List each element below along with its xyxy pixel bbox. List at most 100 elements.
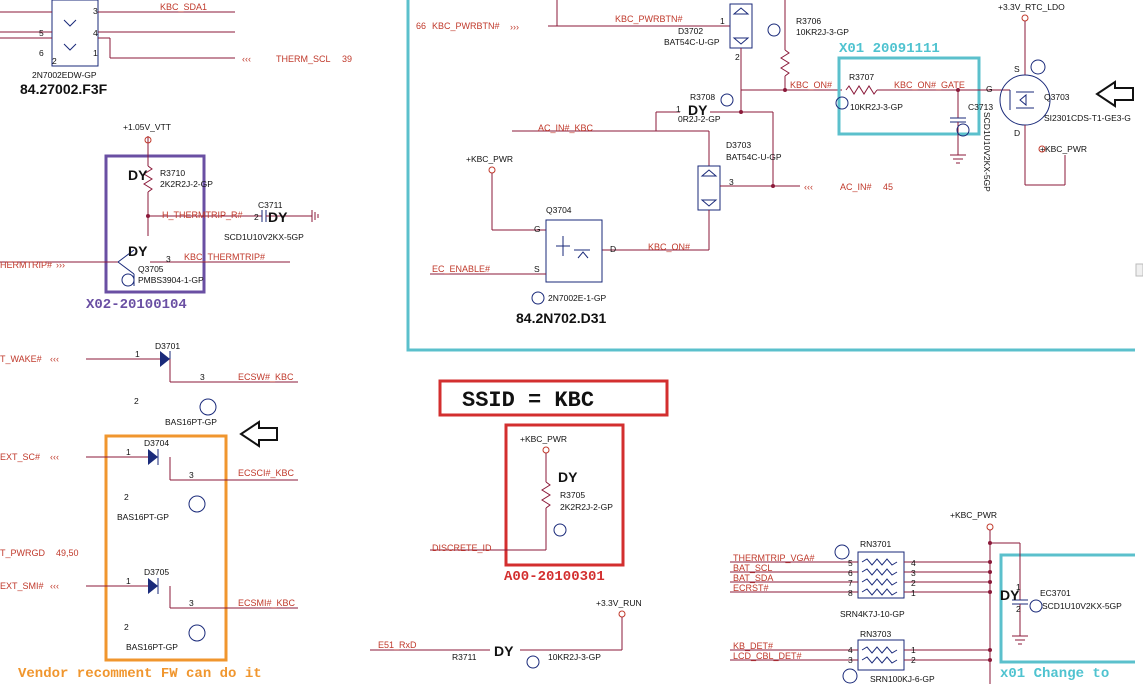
- arrow-ext-sc: ‹‹‹: [50, 452, 59, 462]
- ec3701-pin-2: 2: [1016, 604, 1021, 614]
- rn3701-pin-2: 2: [911, 578, 916, 588]
- net-h-thermtrip: H_THERMTRIP_R#: [162, 210, 243, 220]
- arrow-ac-in: ‹‹‹: [804, 182, 813, 192]
- gp-badge-r3711: [526, 655, 540, 669]
- gp-badge-r3708: [720, 93, 734, 107]
- net-kbc-on-upper: KBC_ON#: [790, 80, 832, 90]
- q3704-pin-d: D: [610, 244, 616, 254]
- dy-r3710: DY: [128, 167, 148, 183]
- r3707-value: 10KR2J-3-GP: [850, 102, 903, 112]
- d3701-ref: D3701: [155, 341, 180, 351]
- scrollbar-stub[interactable]: [1135, 263, 1143, 277]
- arrow-left-icon: [239, 420, 278, 448]
- q3702-value: 2N7002EDW-GP: [32, 70, 97, 80]
- arrow-pwrbtn: ›››: [510, 22, 519, 32]
- q3702-group: 3 5 4 6 1 2 KBC_SDA1 ‹‹‹ THERM_SCL 39 2N…: [0, 0, 352, 97]
- c3711-value: SCD1U10V2KX-5GP: [224, 232, 304, 242]
- net-bat-scl: BAT_SCL: [733, 563, 772, 573]
- gp-badge-ec3701: [1029, 599, 1043, 613]
- net-ext-smi: EXT_SMI#: [0, 581, 44, 591]
- dy-ec3701: DY: [1000, 587, 1020, 603]
- d3701-pin-1: 1: [135, 349, 140, 359]
- net-ecsmi: ECSMI#_KBC: [238, 598, 296, 608]
- q3702-pin-6: 6: [39, 48, 44, 58]
- net-ecsw: ECSW#_KBC: [238, 372, 294, 382]
- rn3701-pin-7: 7: [848, 578, 853, 588]
- net-pwrbtn-left: KBC_PWRBTN#: [432, 21, 500, 31]
- ec3701-group: DY 1 2 EC3701 SCD1U10V2KX-5GP x01 Change…: [999, 543, 1135, 682]
- rn3701-value: SRN4K7J-10-GP: [840, 609, 905, 619]
- rail-1v05: +1.05V_VTT: [123, 122, 171, 132]
- c3713-value: SCD1U10V2KX-5GP: [982, 112, 992, 192]
- r3705-value: 2K2R2J-2-GP: [560, 502, 613, 512]
- rail-kbc-pwr-discrete: +KBC_PWR: [520, 434, 567, 444]
- dy-c3711: DY: [268, 209, 288, 225]
- pwrbtn-page: 66: [416, 21, 426, 31]
- net-hermtrip: HERMTRIP#: [0, 260, 52, 270]
- note-vendor: Vendor recomment FW can do it: [18, 666, 262, 682]
- arrow-left-icon-right: [1095, 80, 1134, 108]
- arrow-therm-scl: ‹‹‹: [242, 54, 251, 64]
- arrow-wake: ‹‹‹: [50, 354, 59, 364]
- d3705-pin-1: 1: [126, 576, 131, 586]
- net-ecsci: ECSCI#_KBC: [238, 468, 295, 478]
- gp-badge-rn3703: [842, 668, 858, 684]
- rn3703-value: SRN100KJ-6-GP: [870, 674, 935, 684]
- dy-r3708: DY: [688, 102, 708, 118]
- gp-badge-r3706: [767, 23, 781, 37]
- rn3703-group: RN3703 SRN100KJ-6-GP KB_DET# LCD_CBL_DET…: [730, 629, 992, 684]
- wake-group: T_WAKE# ‹‹‹ 1 3 2 D3701 ECSW#_KBC BAS16P…: [0, 341, 298, 427]
- ssid-group: SSID = KBC: [438, 379, 669, 417]
- d3702-value: BAT54C-U-GP: [664, 37, 720, 47]
- q3704-part-number: 84.2N702.D31: [516, 310, 607, 326]
- c3713-ref: C3713: [968, 102, 993, 112]
- q3704-ref: Q3704: [546, 205, 572, 215]
- net-ac-in-kbc: AC_IN#_KBC: [538, 123, 594, 133]
- note-x01-20091111: X01 20091111: [839, 41, 940, 57]
- d3701-pin-2: 2: [134, 396, 139, 406]
- d3705-ref: D3705: [144, 567, 169, 577]
- d3701-value: BAS16PT-GP: [165, 417, 217, 427]
- rn3703-pin-2: 2: [911, 655, 916, 665]
- q3703-pin-s: S: [1014, 64, 1020, 74]
- rn3701-pin-3: 3: [911, 568, 916, 578]
- arrow-ext-smi: ‹‹‹: [50, 581, 59, 591]
- kbc-power-group: 66 KBC_PWRBTN# ››› KBC_PWRBTN# 1 D3702 B…: [406, 0, 1135, 352]
- q3705-value: PMBS3904-1-GP: [138, 275, 204, 285]
- c3711-pin-2: 2: [254, 212, 259, 222]
- q3704-value: 2N7002E-1-GP: [548, 293, 606, 303]
- d3705-pin-3: 3: [189, 598, 194, 608]
- net-ext-sc: EXT_SC#: [0, 452, 40, 462]
- net-lcd-cbl-det: LCD_CBL_DET#: [733, 651, 802, 661]
- rail-kbc-pwr-q3703: +KBC_PWR: [1040, 144, 1087, 154]
- net-e51-rxd: E51_RxD: [378, 640, 417, 650]
- d3703-ref: D3703: [726, 140, 751, 150]
- q3702-pin-4: 4: [93, 28, 98, 38]
- d3703-pin-3: 3: [729, 177, 734, 187]
- ac-in-page: 45: [883, 182, 893, 192]
- ec3701-value: SCD1U10V2KX-5GP: [1042, 601, 1122, 611]
- q3703-pin-g: G: [986, 84, 993, 94]
- d3705-value: BAS16PT-GP: [126, 642, 178, 652]
- c3711-ref: C3711: [258, 200, 283, 210]
- d3704-ref: D3704: [144, 438, 169, 448]
- r3711-ref: R3711: [452, 652, 477, 662]
- d3702-pin-1: 1: [720, 16, 725, 26]
- rn3703-ref: RN3703: [860, 629, 891, 639]
- rn3701-pin-6: 6: [848, 568, 853, 578]
- rn3701-group: +KBC_PWR RN3701 SRN4K7J-10-GP THERMTRIP_…: [730, 510, 1020, 684]
- dy-q3705: DY: [128, 243, 148, 259]
- ext-sc-smi-group: EXT_SC# ‹‹‹ 1 3 2 D3704 ECSCI#_KBC BAS16…: [0, 434, 298, 682]
- rn3703-pin-3: 3: [848, 655, 853, 665]
- rn3701-pin-5: 5: [848, 558, 853, 568]
- rail-3v3-run: +3.3V_RUN: [596, 598, 642, 608]
- r3706-ref: R3706: [796, 16, 821, 26]
- q3703-pin-d: D: [1014, 128, 1020, 138]
- rn3703-pin-4: 4: [848, 645, 853, 655]
- r3708-value: 0R2J-2-GP: [678, 114, 721, 124]
- thermtrip-group: +1.05V_VTT DY R3710 2K2R2J-2-GP H_THERMT…: [0, 122, 319, 313]
- d3704-pin-1: 1: [126, 447, 131, 457]
- net-thermtrip-vga: THERMTRIP_VGA#: [733, 553, 815, 563]
- r3711-group: +3.3V_RUN E51_RxD DY R3711 10KR2J-3-GP: [370, 598, 642, 669]
